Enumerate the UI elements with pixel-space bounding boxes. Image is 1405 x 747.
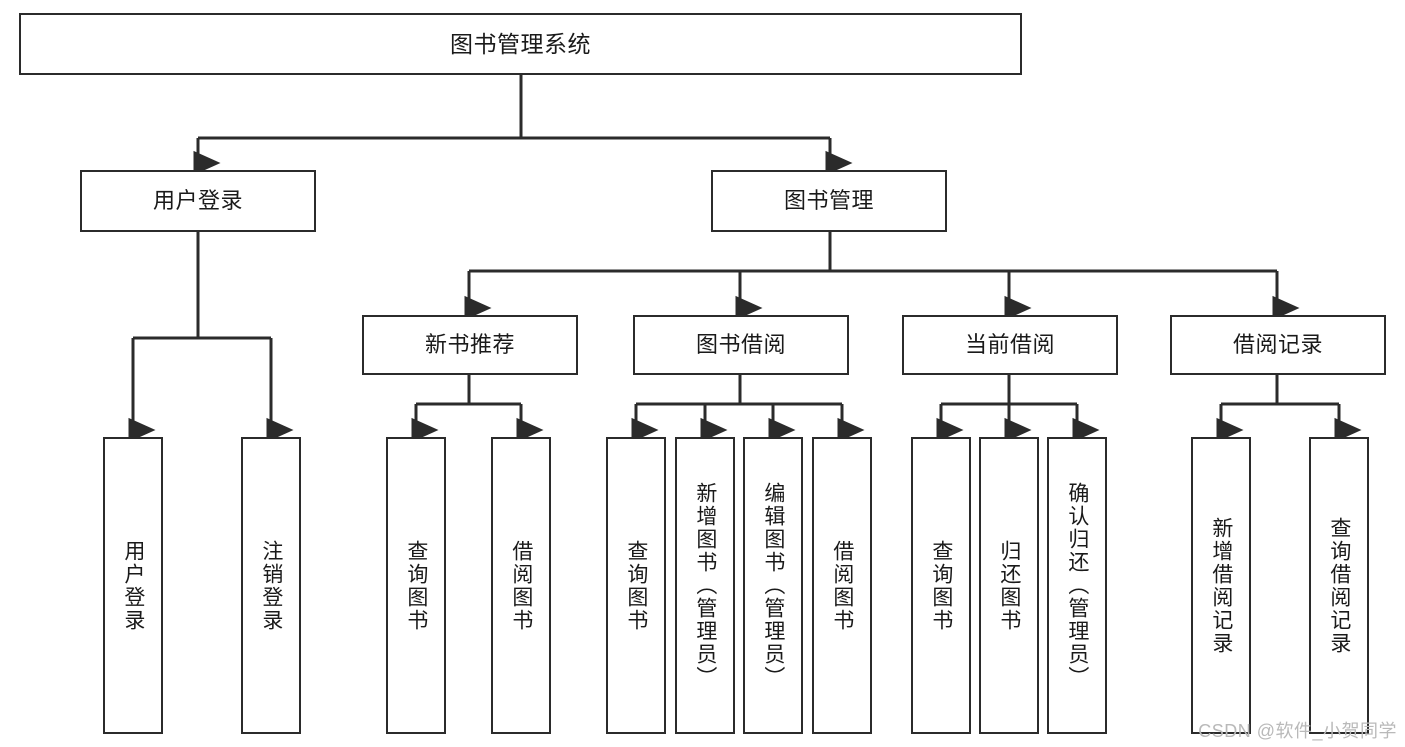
leaf-add-book-label: 新增图书（管理员）: [693, 482, 717, 689]
node-new-book-recommend[interactable]: 新书推荐: [362, 315, 578, 375]
leaf-user-login-label: 用户登录: [121, 539, 145, 632]
node-root[interactable]: 图书管理系统: [19, 13, 1022, 75]
leaf-return-book[interactable]: 归还图书: [979, 437, 1039, 734]
node-book-borrow-label: 图书借阅: [695, 331, 786, 357]
leaf-add-record-label: 新增借阅记录: [1209, 516, 1233, 655]
leaf-query-book-3[interactable]: 查询图书: [911, 437, 971, 734]
leaf-borrow-book-2-label: 借阅图书: [830, 539, 854, 632]
node-borrow-record[interactable]: 借阅记录: [1170, 315, 1386, 375]
csdn-watermark: CSDN @软件_小贺同学: [1198, 721, 1397, 741]
leaf-query-book-1-label: 查询图书: [404, 539, 428, 632]
leaf-query-book-3-label: 查询图书: [929, 539, 953, 632]
node-current-borrow-label: 当前借阅: [964, 331, 1055, 357]
node-borrow-record-label: 借阅记录: [1232, 331, 1323, 357]
leaf-confirm-return[interactable]: 确认归还（管理员）: [1047, 437, 1107, 734]
node-new-book-recommend-label: 新书推荐: [424, 331, 515, 357]
leaf-query-record-label: 查询借阅记录: [1327, 516, 1351, 655]
node-book-borrow[interactable]: 图书借阅: [633, 315, 849, 375]
node-current-borrow[interactable]: 当前借阅: [902, 315, 1118, 375]
leaf-add-book[interactable]: 新增图书（管理员）: [675, 437, 735, 734]
leaf-confirm-return-label: 确认归还（管理员）: [1065, 482, 1089, 689]
leaf-query-record[interactable]: 查询借阅记录: [1309, 437, 1369, 734]
leaf-borrow-book-1-label: 借阅图书: [509, 539, 533, 632]
node-user-login-label: 用户登录: [152, 187, 243, 213]
leaf-query-book-2[interactable]: 查询图书: [606, 437, 666, 734]
leaf-logout-login-label: 注销登录: [259, 539, 283, 632]
leaf-edit-book-label: 编辑图书（管理员）: [761, 482, 785, 689]
leaf-query-book-2-label: 查询图书: [624, 539, 648, 632]
leaf-logout-login[interactable]: 注销登录: [241, 437, 301, 734]
node-root-label: 图书管理系统: [450, 30, 591, 57]
leaf-return-book-label: 归还图书: [997, 539, 1021, 632]
leaf-user-login[interactable]: 用户登录: [103, 437, 163, 734]
node-user-login[interactable]: 用户登录: [80, 170, 316, 232]
leaf-add-record[interactable]: 新增借阅记录: [1191, 437, 1251, 734]
leaf-borrow-book-2[interactable]: 借阅图书: [812, 437, 872, 734]
node-book-manage[interactable]: 图书管理: [711, 170, 947, 232]
leaf-edit-book[interactable]: 编辑图书（管理员）: [743, 437, 803, 734]
leaf-query-book-1[interactable]: 查询图书: [386, 437, 446, 734]
node-book-manage-label: 图书管理: [783, 187, 874, 213]
leaf-borrow-book-1[interactable]: 借阅图书: [491, 437, 551, 734]
